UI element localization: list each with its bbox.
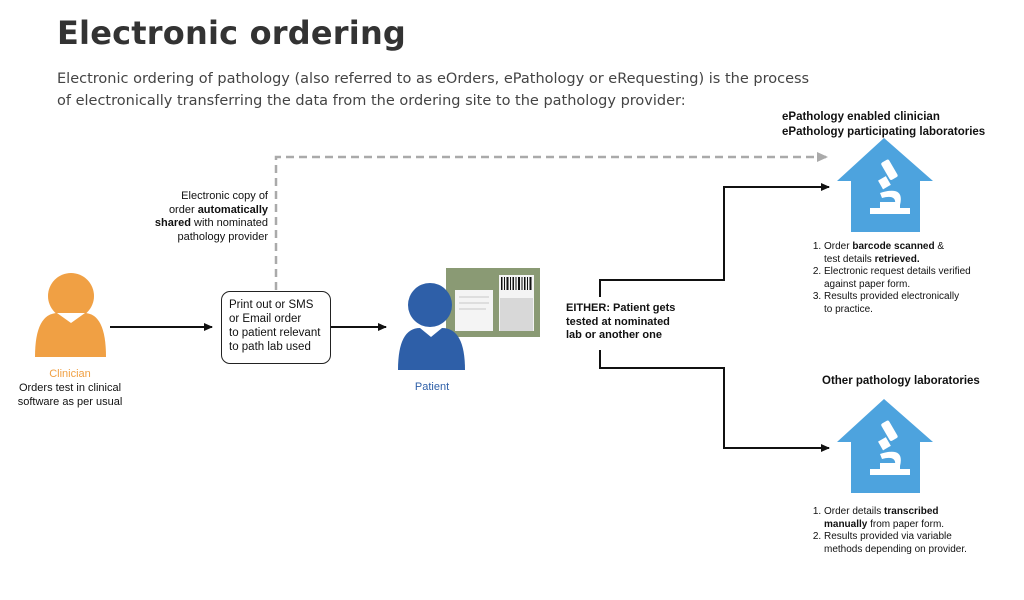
patient-label: Patient [414,381,450,393]
epathology-steps-list: Order barcode scanned & test details ret… [810,241,1024,316]
intro-paragraph: Electronic ordering of pathology (also r… [57,71,810,109]
fork-to-epathology-arrow [599,183,830,297]
other-lab-icon [837,399,933,493]
clinician-description: Orders test in clinical software as per … [17,382,123,408]
patient-icon [398,283,465,370]
fork-to-other-lab-arrow [599,350,830,452]
clinician-icon [35,273,106,357]
electronic-copy-annotation: Electronic copy of order automatically s… [154,190,268,243]
print-sms-email-order-box: Print out or SMS or Email order to patie… [221,291,331,364]
epathology-lab-icon [837,138,933,232]
list-item: Order details transcribed manually from … [824,506,1024,531]
other-lab-steps-list: Order details transcribed manually from … [810,506,1024,556]
list-item: Results provided electronically to pract… [824,291,1024,316]
page-title: Electronic ordering [57,14,407,52]
list-item: Results provided via variable methods de… [824,531,1024,556]
electronic-copy-dashed-arrow [274,152,828,290]
paper-form-with-barcode-icon [446,268,540,337]
list-item: Electronic request details verified agai… [824,266,1024,291]
clinician-label: Clinician [49,368,91,380]
other-lab-heading: Other pathology laboratories [822,375,980,387]
either-annotation: EITHER: Patient gets tested at nominated… [566,302,676,341]
list-item: Order barcode scanned & test details ret… [824,241,1024,266]
epathology-lab-heading: ePathology enabled clinician ePathology … [782,111,986,138]
